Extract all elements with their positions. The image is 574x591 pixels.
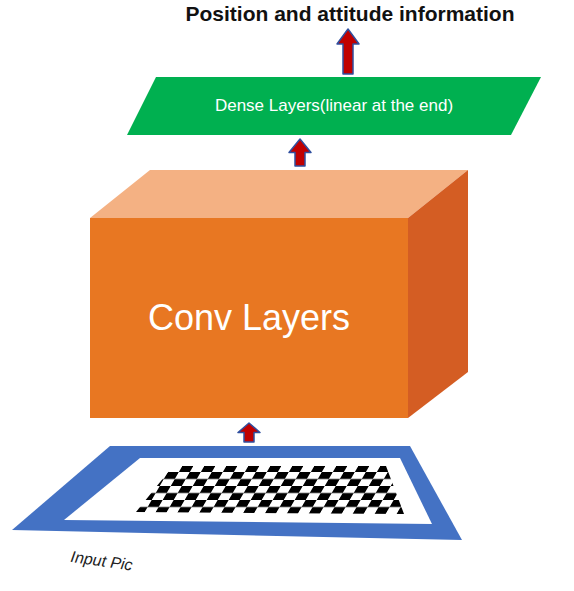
block-front [90,218,408,418]
dense-shape [127,77,541,135]
node-label: Conv Layers [148,297,350,339]
checkerboard [8,444,468,544]
block-side [408,170,468,418]
diagram-title: Position and attitude information [186,2,515,26]
dense-parallelogram: Dense Layers(linear at the end) [126,76,542,136]
output-arrow [337,29,359,74]
conv-block-outline [88,168,470,420]
conv-block: Conv Layers [88,168,470,420]
block-top [90,170,468,218]
node-label: Dense Layers(linear at the end) [215,96,453,116]
block-arrow [238,423,260,442]
node-label: Input Pic [69,548,133,574]
block-arrow [289,139,311,166]
input-picture: Input Pic [8,444,468,584]
